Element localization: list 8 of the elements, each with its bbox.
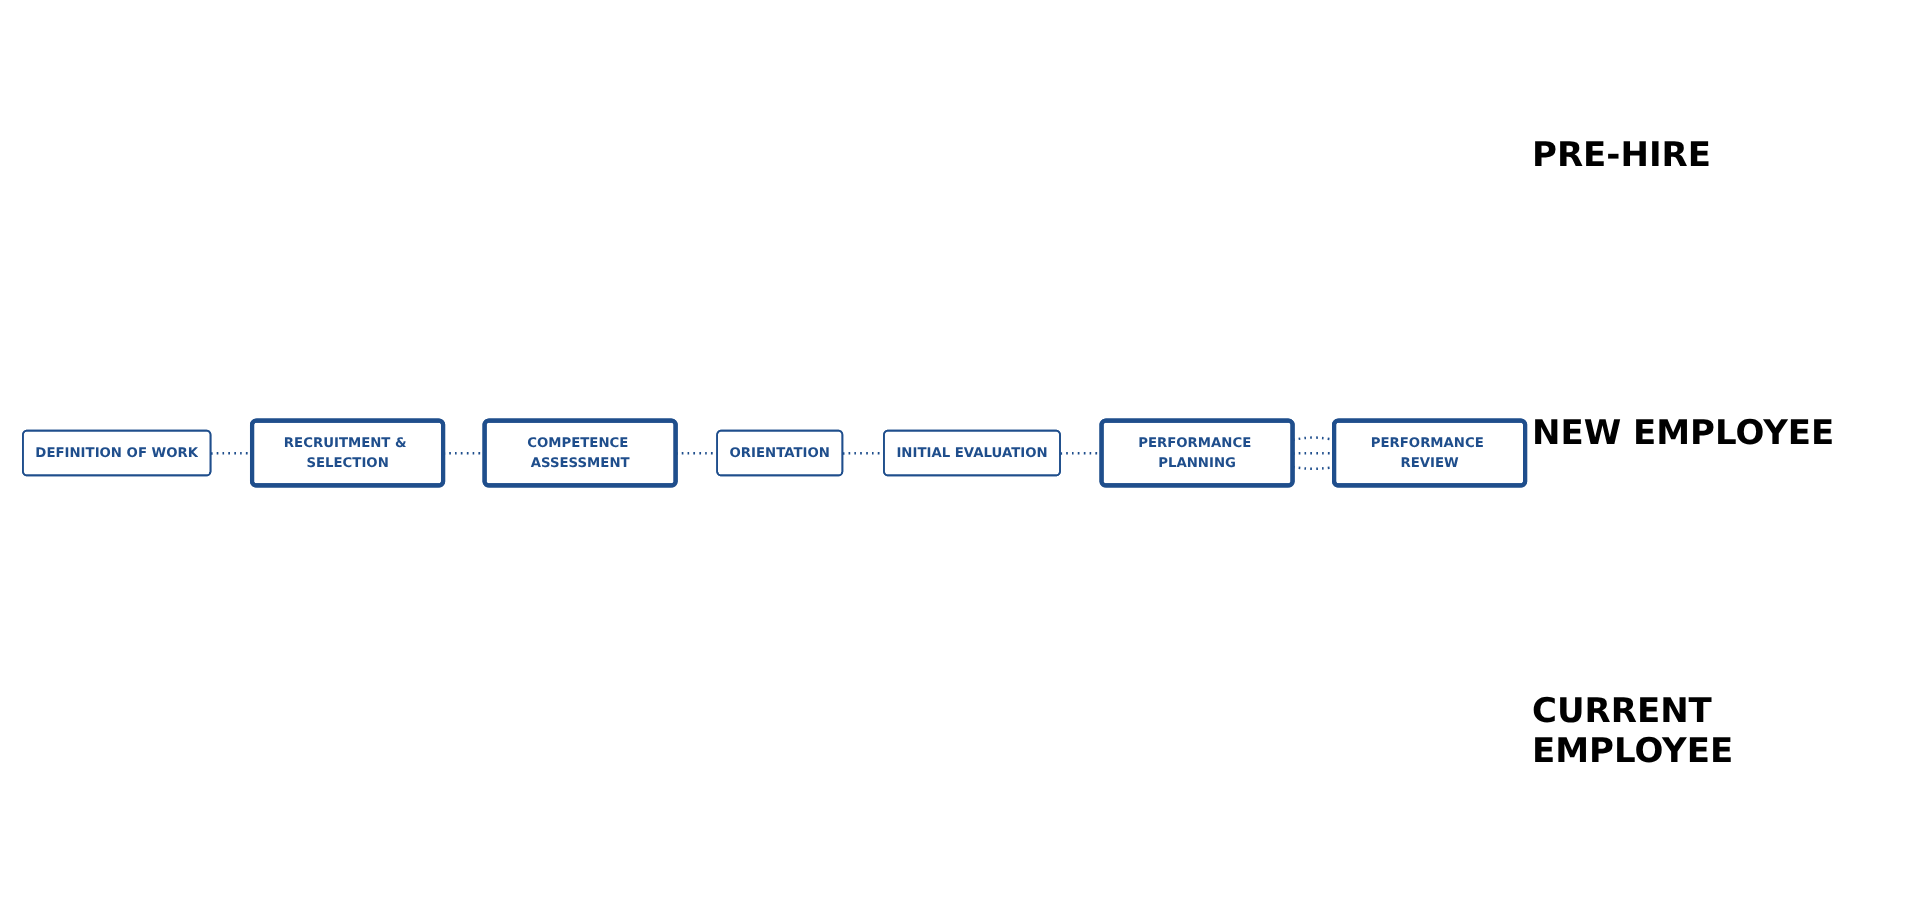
stage-label: CURRENT EMPLOYEE bbox=[1532, 692, 1736, 773]
connector bbox=[210, 452, 253, 456]
connector bbox=[1060, 452, 1102, 456]
stage-label: PRE-HIRE bbox=[1532, 135, 1713, 176]
connector bbox=[443, 452, 486, 456]
connector bbox=[676, 452, 718, 456]
connector bbox=[842, 452, 885, 456]
stage-label: NEW EMPLOYEE bbox=[1532, 413, 1837, 454]
